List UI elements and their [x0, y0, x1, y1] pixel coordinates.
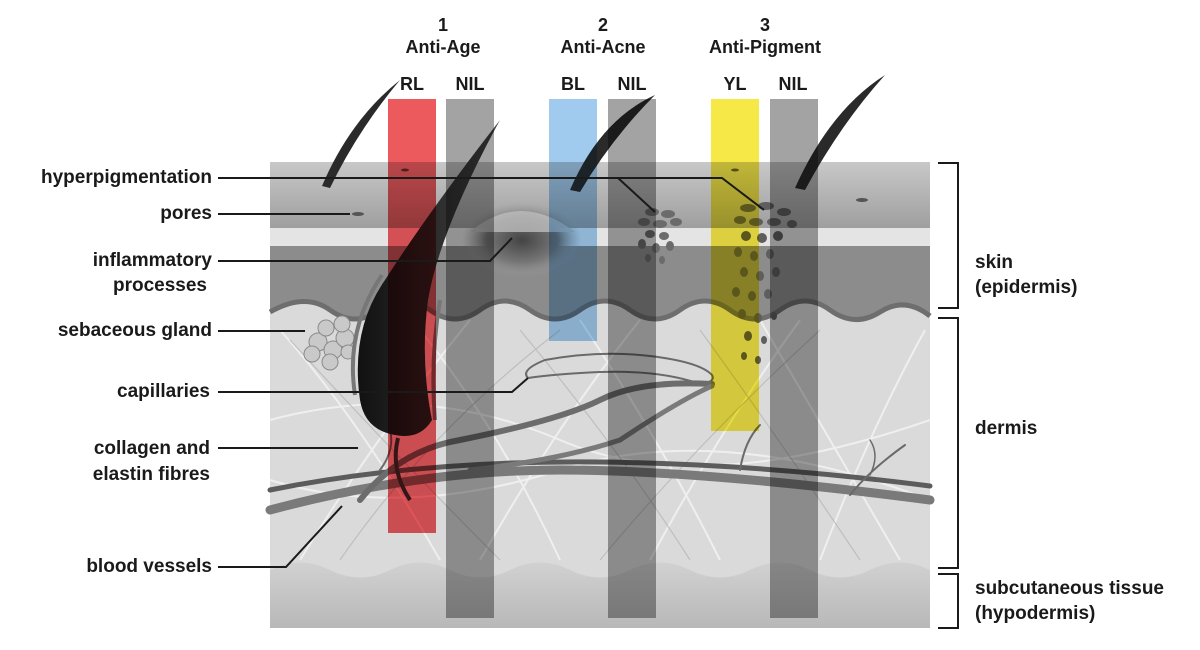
label-inflammatory: inflammatory — [92, 250, 212, 271]
hair-shaft — [322, 80, 400, 188]
band-nil-3 — [770, 99, 818, 618]
band-label-nil-1: NIL — [455, 74, 485, 94]
band-label-nil-2: NIL — [617, 74, 647, 94]
band-nil-2 — [608, 99, 656, 618]
label-elastin-fibres: elastin fibres — [92, 464, 210, 485]
pore — [352, 212, 364, 216]
label-capillaries: capillaries — [117, 381, 210, 402]
band-nil-1 — [446, 99, 494, 618]
treatment-3-number: 3 — [759, 15, 771, 35]
treatment-2-name: Anti-Acne — [560, 37, 646, 57]
band-label-bl: BL — [561, 74, 585, 94]
leader-lines — [218, 177, 765, 568]
label-subcutaneous-tissue: subcutaneous tissue — [975, 578, 1164, 599]
label-blood-vessels: blood vessels — [86, 556, 212, 577]
light-bands — [388, 99, 818, 618]
treatment-3-name: Anti-Pigment — [709, 37, 821, 57]
band-label-nil-3: NIL — [778, 74, 808, 94]
band-yl — [711, 99, 759, 431]
band-label-rl: RL — [400, 74, 424, 94]
epidermis-surface — [270, 162, 930, 232]
label-processes: processes — [112, 275, 207, 296]
band-rl — [388, 99, 436, 533]
layer-brackets — [938, 162, 959, 629]
label-epidermis: (epidermis) — [975, 277, 1078, 298]
treatment-1-number: 1 — [437, 15, 449, 35]
sebaceous-gland — [303, 315, 356, 371]
label-sebaceous-gland: sebaceous gland — [57, 320, 212, 341]
label-collagen: collagen and — [93, 438, 210, 459]
label-pores: pores — [160, 203, 212, 224]
label-hypodermis: (hypodermis) — [975, 603, 1096, 624]
label-hyperpigmentation: hyperpigmentation — [40, 167, 212, 188]
treatment-1-name: Anti-Age — [405, 37, 481, 57]
label-skin: skin — [975, 252, 1014, 273]
band-label-yl: YL — [723, 74, 747, 94]
treatment-2-number: 2 — [597, 15, 609, 35]
label-dermis: dermis — [975, 418, 1038, 439]
band-bl — [549, 99, 597, 341]
